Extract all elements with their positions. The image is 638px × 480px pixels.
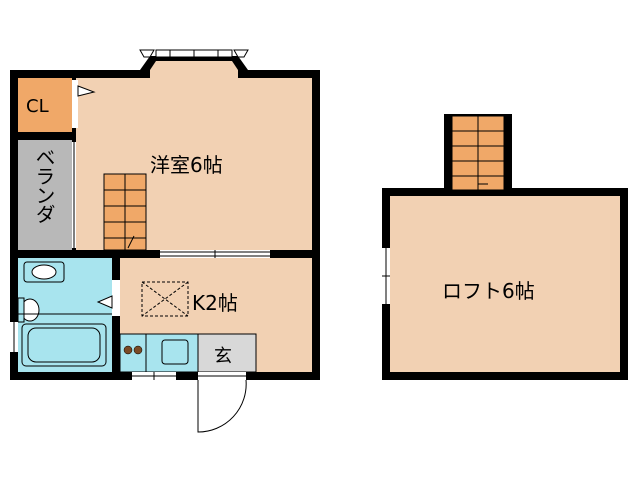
western-room-label: 洋室6帖 [150, 153, 223, 177]
balcony-label: ベランダ [32, 147, 56, 224]
kitchen-label: K2帖 [192, 291, 238, 315]
entrance-label: 玄 [214, 346, 232, 367]
loft-floor [390, 196, 620, 372]
closet-floor [18, 78, 72, 132]
room-stairs [103, 173, 147, 251]
bath-door [112, 280, 120, 316]
balcony-floor [18, 140, 72, 250]
entrance-floor [197, 333, 257, 373]
closet-door [72, 80, 78, 128]
bathtub [21, 323, 107, 367]
stove-burners [123, 345, 143, 355]
loft-stairs [451, 115, 505, 191]
closet-door-triangle [77, 85, 96, 97]
kitchen-sink [161, 339, 189, 365]
bay-window-inner [150, 61, 238, 78]
ceiling-storage [141, 281, 189, 317]
toilet [23, 261, 65, 283]
closet-label: CL [26, 96, 49, 117]
washbasin [17, 297, 40, 323]
loft-label: ロフト6帖 [442, 279, 535, 303]
entry-door-swing [197, 379, 247, 433]
